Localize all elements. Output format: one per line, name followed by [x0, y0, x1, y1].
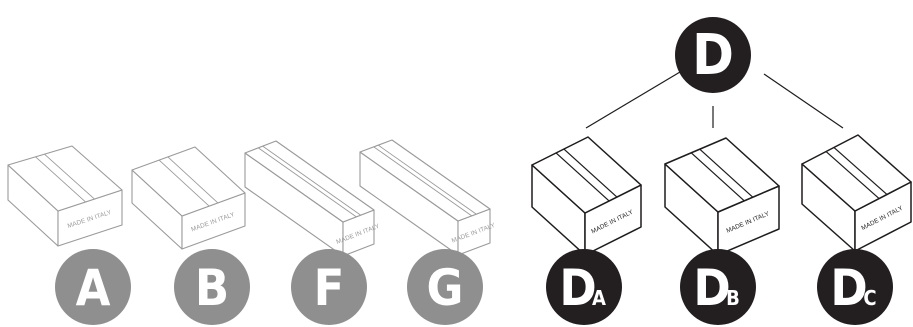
tree-connector-left	[585, 71, 681, 129]
child-node-label: D	[693, 259, 730, 317]
root-node-label: D	[692, 23, 734, 88]
child-box-0: MADE IN ITALY	[531, 136, 642, 256]
gray-box-2: MADE IN ITALY	[244, 140, 381, 257]
gray-box-tape-line	[167, 156, 219, 204]
child-node-subscript: A	[592, 286, 606, 310]
gray-box-3: MADE IN ITALY	[359, 139, 497, 256]
gray-node-0: A	[55, 249, 131, 325]
gray-node-3: G	[407, 249, 483, 325]
root-node-circle	[675, 17, 751, 93]
tree-connector-right	[763, 73, 844, 129]
gray-node-1: B	[174, 249, 250, 325]
gray-box-1: MADE IN ITALY	[131, 146, 246, 250]
child-node-0: DA	[546, 249, 622, 325]
gray-boxes-group: MADE IN ITALY A MADE IN ITALY B MADE IN ITAL…	[7, 139, 497, 325]
child-box-tape-line	[825, 151, 880, 199]
gray-box-0: MADE IN ITALY	[7, 145, 123, 247]
child-box-tape-line	[563, 148, 618, 198]
gray-box-top-face	[7, 145, 123, 212]
child-node-circle	[546, 249, 622, 325]
child-node-subscript: C	[863, 286, 876, 310]
gray-box-tape-line	[262, 145, 361, 216]
gray-box-tape-line	[35, 156, 86, 203]
gray-box-tape-line	[373, 146, 473, 217]
child-box-tape-line	[690, 152, 745, 202]
child-node-2: DC	[817, 249, 893, 325]
child-box-2: MADE IN ITALY	[801, 134, 912, 252]
gray-box-tape-line	[258, 147, 357, 218]
gray-box-tape-line	[44, 153, 95, 200]
child-box-tape-line	[699, 148, 754, 198]
gray-node-circle	[407, 249, 483, 325]
child-node-subscript: B	[726, 286, 740, 310]
gray-node-circle	[291, 249, 367, 325]
gray-node-circle	[174, 249, 250, 325]
child-box-1: MADE IN ITALY	[664, 137, 780, 256]
child-box-tape-line	[833, 147, 888, 195]
gray-node-label: A	[76, 259, 111, 317]
child-box-top-face	[664, 137, 780, 213]
child-node-label: D	[830, 259, 867, 317]
gray-node-label: F	[314, 259, 345, 317]
gray-box-tape-line	[377, 144, 477, 215]
gray-box-tape-line	[158, 159, 210, 207]
gray-box-top-face	[131, 146, 246, 217]
gray-node-label: B	[195, 259, 229, 317]
tree-group: D	[585, 17, 844, 129]
gray-node-label: G	[427, 259, 464, 317]
child-box-tape-line	[555, 152, 610, 202]
gray-node-circle	[55, 249, 131, 325]
child-node-circle	[817, 249, 893, 325]
gray-node-2: F	[291, 249, 367, 325]
child-node-label: D	[559, 259, 596, 317]
child-node-1: DB	[680, 249, 756, 325]
child-node-circle	[680, 249, 756, 325]
